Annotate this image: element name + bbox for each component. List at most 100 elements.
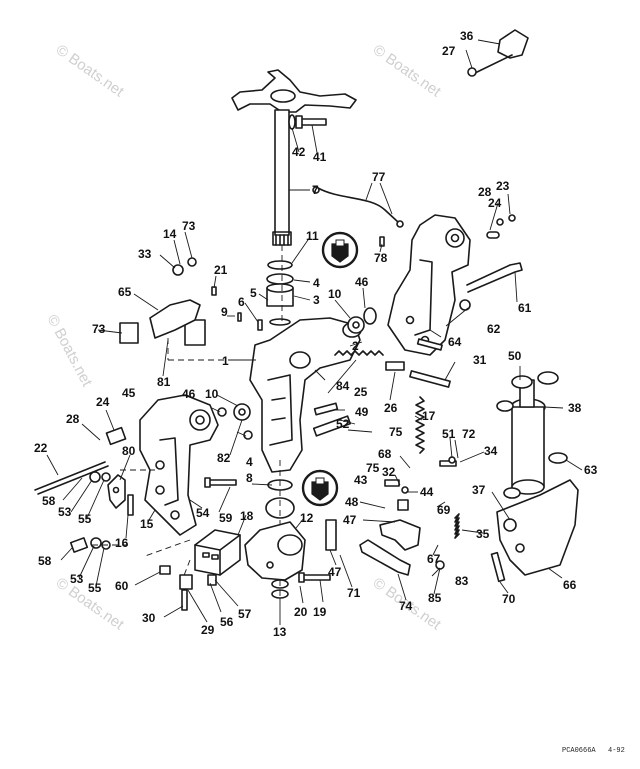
callout-34: 34 bbox=[484, 444, 498, 458]
callout-14: 14 bbox=[163, 227, 177, 241]
callout-42: 42 bbox=[292, 145, 306, 159]
drawing-date: 4-92 bbox=[608, 747, 625, 755]
sealant-icon-top bbox=[321, 231, 359, 269]
friction-block-18 bbox=[194, 529, 241, 576]
callout-24: 24 bbox=[488, 196, 502, 210]
bolts-misc bbox=[127, 338, 506, 611]
callout-74: 74 bbox=[399, 599, 413, 613]
callout-47: 47 bbox=[343, 513, 357, 527]
callout-54: 54 bbox=[196, 506, 210, 520]
callout-4: 4 bbox=[313, 276, 320, 290]
callout-15: 15 bbox=[140, 517, 154, 531]
callout-58: 58 bbox=[38, 554, 52, 568]
callout-18: 18 bbox=[240, 509, 254, 523]
callout-24: 24 bbox=[96, 395, 110, 409]
callout-20: 20 bbox=[294, 605, 308, 619]
callout-73: 73 bbox=[182, 219, 196, 233]
callout-25: 25 bbox=[354, 385, 368, 399]
callout-84: 84 bbox=[336, 379, 350, 393]
callout-28: 28 bbox=[478, 185, 492, 199]
callout-2: 2 bbox=[352, 339, 359, 353]
callout-49: 49 bbox=[355, 405, 369, 419]
callout-19: 19 bbox=[313, 605, 327, 619]
callout-38: 38 bbox=[568, 401, 582, 415]
callout-13: 13 bbox=[273, 625, 287, 639]
callout-70: 70 bbox=[502, 592, 516, 606]
callout-47: 47 bbox=[328, 565, 342, 579]
callout-9: 9 bbox=[221, 305, 228, 319]
callout-56: 56 bbox=[220, 615, 234, 629]
callout-11: 11 bbox=[306, 229, 319, 243]
callout-5: 5 bbox=[250, 286, 257, 300]
callout-85: 85 bbox=[428, 591, 442, 605]
callout-30: 30 bbox=[142, 611, 156, 625]
spring-25 bbox=[334, 350, 384, 356]
callout-81: 81 bbox=[157, 375, 171, 389]
callout-31: 31 bbox=[473, 353, 487, 367]
callout-61: 61 bbox=[518, 301, 532, 315]
callout-16: 16 bbox=[115, 536, 129, 550]
callout-36: 36 bbox=[460, 29, 474, 43]
callout-4: 4 bbox=[246, 455, 253, 469]
stern-bracket-left bbox=[139, 394, 219, 536]
callout-64: 64 bbox=[448, 335, 462, 349]
callout-63: 63 bbox=[584, 463, 598, 477]
watermark: © Boats.net bbox=[370, 41, 445, 100]
tilt-cylinder-bracket-66 bbox=[496, 479, 579, 576]
callout-57: 57 bbox=[238, 607, 252, 621]
callout-67: 67 bbox=[427, 552, 441, 566]
spring-17 bbox=[415, 396, 425, 454]
bushings-left bbox=[69, 426, 127, 553]
callout-80: 80 bbox=[122, 444, 136, 458]
callout-1: 1 bbox=[222, 354, 229, 368]
callout-58: 58 bbox=[42, 494, 56, 508]
callout-71: 71 bbox=[347, 586, 361, 600]
callout-43: 43 bbox=[354, 473, 368, 487]
callout-69: 69 bbox=[437, 503, 451, 517]
callout-68: 68 bbox=[378, 447, 392, 461]
callout-8: 8 bbox=[246, 471, 253, 485]
spring-35 bbox=[454, 513, 460, 539]
callout-7: 7 bbox=[312, 183, 319, 197]
callout-35: 35 bbox=[476, 527, 490, 541]
callout-28: 28 bbox=[66, 412, 80, 426]
stern-bracket-right bbox=[387, 214, 471, 356]
callout-6: 6 bbox=[238, 295, 245, 309]
callout-29: 29 bbox=[201, 623, 215, 637]
callout-52: 52 bbox=[336, 417, 350, 431]
trim-link-rod-36 bbox=[467, 29, 529, 77]
callout-59: 59 bbox=[219, 511, 233, 525]
callout-labels: 1 2 3 4 4 5 6 7 8 9 10 10 11 12 13 14 15… bbox=[34, 29, 598, 639]
callout-44: 44 bbox=[420, 485, 434, 499]
callout-55: 55 bbox=[78, 512, 92, 526]
callout-10: 10 bbox=[205, 387, 219, 401]
callout-3: 3 bbox=[313, 293, 320, 307]
callout-12: 12 bbox=[300, 511, 314, 525]
watermark: © Boats.net bbox=[43, 312, 95, 390]
callout-21: 21 bbox=[214, 263, 228, 277]
small-hardware bbox=[119, 186, 516, 599]
watermark: © Boats.net bbox=[53, 41, 128, 100]
washer-stack-11-4-3 bbox=[266, 260, 294, 326]
callout-33: 33 bbox=[138, 247, 152, 261]
callout-75: 75 bbox=[389, 425, 403, 439]
tilt-tube-61 bbox=[466, 262, 523, 293]
callout-22: 22 bbox=[34, 441, 48, 455]
tilt-pin-80 bbox=[107, 474, 126, 509]
callout-72: 72 bbox=[462, 427, 476, 441]
callout-83: 83 bbox=[455, 574, 469, 588]
sealant-icon-bottom bbox=[301, 469, 339, 507]
callout-60: 60 bbox=[115, 579, 129, 593]
callout-75: 75 bbox=[366, 461, 380, 475]
tilt-lever-67 bbox=[379, 519, 421, 551]
callout-51: 51 bbox=[442, 427, 456, 441]
callout-41: 41 bbox=[313, 150, 327, 164]
callout-32: 32 bbox=[382, 465, 396, 479]
callout-53: 53 bbox=[58, 505, 72, 519]
tilt-lock-lever-74 bbox=[359, 539, 411, 576]
callout-10: 10 bbox=[328, 287, 342, 301]
callout-62: 62 bbox=[487, 322, 501, 336]
tilt-tube-22 bbox=[34, 461, 109, 495]
tilt-cylinder-38 bbox=[496, 371, 568, 499]
